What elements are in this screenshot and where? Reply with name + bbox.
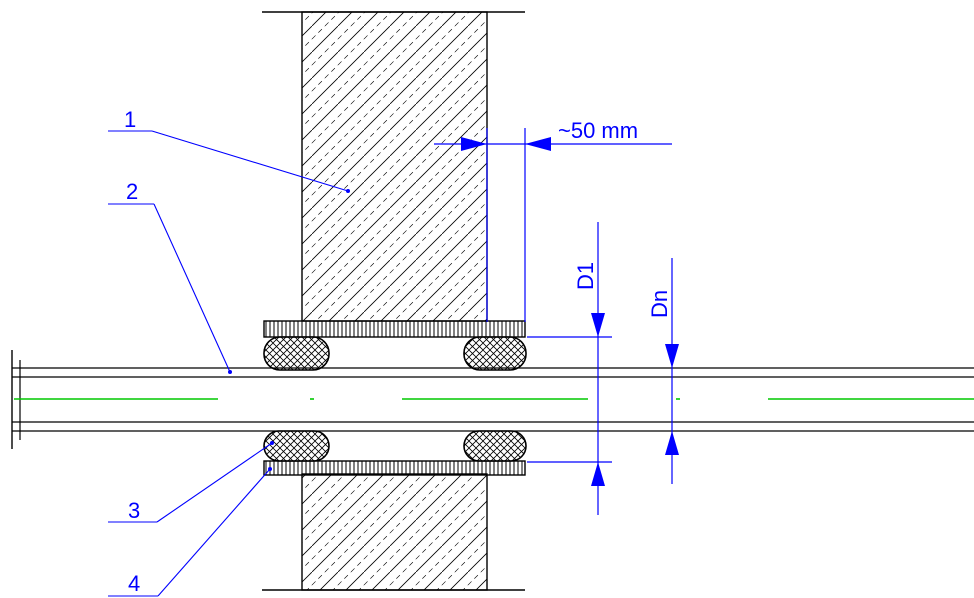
gap-dimension-label: ~50 mm [558,118,638,143]
sleeve-bottom [263,460,526,476]
callout-1 [108,130,350,193]
callout-2-label: 2 [126,179,138,204]
callout-3 [108,441,274,523]
callout-2 [108,203,232,374]
callout-3-label: 3 [128,498,140,523]
pipe [11,350,974,449]
callout-4 [108,467,272,597]
callout-4-label: 4 [128,571,140,596]
seal-rings [263,336,527,462]
wall-lower [262,473,525,591]
callout-1-label: 1 [124,107,136,132]
dn-dimension [665,258,679,484]
sleeve-top [263,320,526,338]
gap-dimension [434,128,672,322]
dn-label: Dn [647,290,672,318]
wall-upper [262,11,525,322]
d1-dimension [527,222,612,515]
d1-label: D1 [573,262,598,290]
